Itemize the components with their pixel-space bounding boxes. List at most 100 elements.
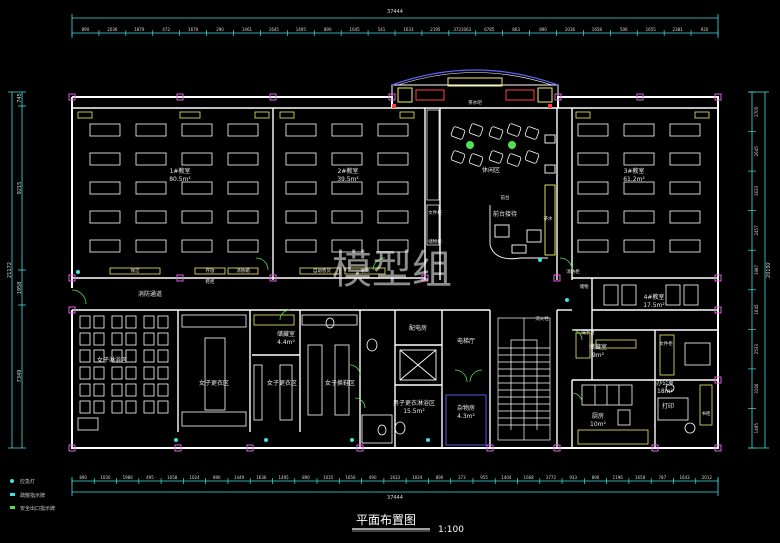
internal-walls: [72, 107, 718, 448]
desk: [669, 123, 701, 137]
dim-label: 890: [436, 475, 444, 480]
desk: [135, 152, 167, 166]
lounge-chair: [488, 150, 504, 164]
legend-item: 应急灯: [20, 478, 35, 485]
lounge-chair: [468, 123, 484, 137]
desk: [577, 152, 609, 166]
storage-room-1-fixtures: [253, 314, 295, 326]
room-label-distribution: 配电房: [409, 324, 427, 332]
legend-evacuation-sign-icon: [10, 493, 15, 496]
dim-label: 2195: [430, 27, 441, 32]
desk: [623, 123, 655, 137]
column: [176, 274, 184, 282]
dim-label: 1633: [754, 185, 759, 196]
desk: [623, 239, 655, 253]
dim-label: 290: [216, 27, 224, 32]
desk: [669, 152, 701, 166]
shower-stall: [125, 400, 137, 414]
shower-stall: [111, 349, 123, 363]
legend-emergency-light-icon: [10, 479, 14, 483]
column: [388, 93, 396, 101]
room-label-office: 办公室: [656, 379, 674, 387]
classroom-1-desks: [89, 123, 259, 253]
desk: [89, 210, 121, 224]
shower-stall: [125, 383, 137, 397]
room-label-elevator: 电梯厅: [457, 337, 475, 345]
room-area-class3: 61.2m²: [623, 176, 645, 183]
shower-stall: [125, 332, 137, 346]
room-label-reception: 前台接待: [493, 210, 517, 218]
shower-stall: [111, 315, 123, 329]
shower-stall: [143, 332, 155, 346]
annotation-text: 消防柜: [566, 268, 580, 275]
room-label-lounge: 休闲区: [482, 166, 500, 174]
desk: [669, 239, 701, 253]
desk: [377, 210, 409, 224]
dim-label: 1633: [403, 27, 414, 32]
dim-label: 890: [302, 475, 310, 480]
lounge-chair: [468, 153, 484, 167]
dim-label: 2457: [754, 225, 759, 236]
shower-stall: [79, 349, 91, 363]
classroom-2-desks: [285, 123, 409, 253]
dim-label: 890: [539, 27, 547, 32]
dim-label: 1024: [189, 475, 200, 480]
dim-label: 2533: [754, 344, 759, 355]
shower-stall: [79, 400, 91, 414]
shower-stall: [93, 349, 105, 363]
dim-label: 1658: [592, 27, 603, 32]
room-label-class1: 1#教室: [170, 167, 191, 175]
dim-label: 1495: [754, 423, 759, 434]
dim-label: 2036: [565, 27, 576, 32]
shower-stall: [157, 332, 169, 346]
desk: [227, 181, 259, 195]
dim-label: 1035: [323, 475, 334, 480]
shower-stall: [125, 315, 137, 329]
room-area-janitor: 4.3m²: [457, 413, 475, 420]
top-dimension-ticks: [71, 30, 719, 36]
room-label-class4: 4#教室: [644, 293, 665, 301]
elevator-core: [399, 349, 487, 446]
desk: [577, 210, 609, 224]
column: [269, 274, 277, 282]
room-label-fire-passage: 消防通道: [138, 290, 162, 298]
reception-desk: [489, 134, 556, 260]
shower-stall: [157, 383, 169, 397]
desk: [89, 181, 121, 195]
classroom-3-desks: [577, 123, 701, 253]
legend-item: 疏散指示牌: [20, 492, 45, 499]
desk: [181, 123, 213, 137]
column: [246, 444, 254, 452]
structural-columns: [68, 93, 722, 452]
annotation-text: 鞋柜: [206, 278, 215, 285]
lounge-partition: [426, 109, 440, 246]
room-area-class1: 80.5m²: [169, 176, 191, 183]
shower-stall: [79, 383, 91, 397]
shower-stall: [77, 417, 99, 431]
column: [68, 274, 76, 282]
office-furniture: [657, 334, 713, 434]
column: [714, 444, 722, 452]
desk: [623, 181, 655, 195]
annotation-text: 消防箱: [236, 267, 250, 274]
desk: [89, 152, 121, 166]
shower-stall: [93, 366, 105, 380]
dim-label: 1495: [279, 475, 290, 480]
room-label-men-change: 男子更衣淋浴区: [393, 399, 435, 407]
desk: [331, 239, 363, 253]
column: [714, 274, 722, 282]
dim-label: 373: [458, 475, 466, 480]
right-dimension-ticks: [748, 91, 756, 449]
drawing-title: 平面布置图: [356, 513, 416, 527]
room-label-storage-1: 储藏室: [277, 330, 295, 338]
column: [421, 274, 429, 282]
annotation-text: 文件柜: [428, 209, 442, 216]
annotation-text: 存放: [206, 267, 215, 274]
left-dim-label: 9215: [17, 182, 23, 195]
dim-label: 1645: [754, 304, 759, 315]
column: [68, 444, 76, 452]
door-swings: [71, 257, 583, 409]
desk: [669, 181, 701, 195]
left-dim-label: 7349: [17, 370, 23, 383]
